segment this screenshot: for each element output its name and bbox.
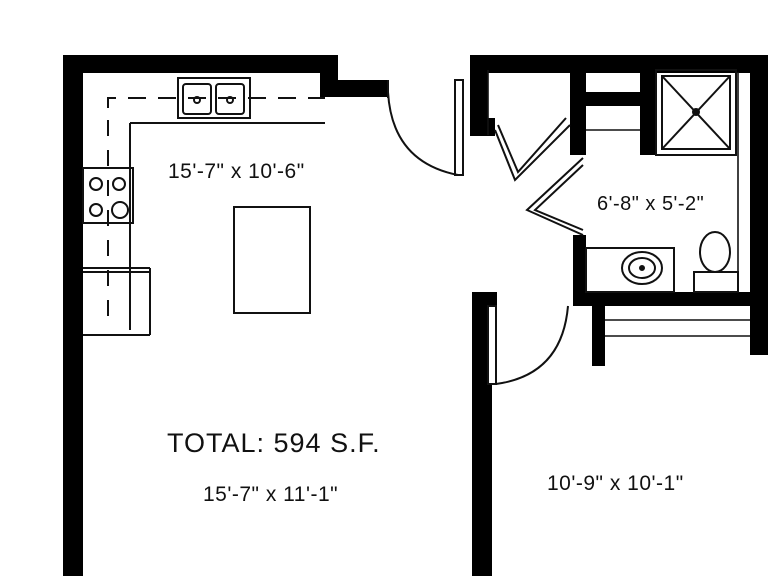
top-right-wall [470, 55, 768, 73]
kitchen-island [233, 206, 311, 314]
doors [387, 79, 584, 385]
closet-bath-wall [570, 55, 586, 155]
bath-dimensions: 6'-8" x 5'-2" [597, 193, 705, 215]
cooktop [82, 167, 134, 224]
bath-lower-left-wall [573, 235, 586, 305]
bath-sink [585, 247, 675, 293]
entry-wall-stub [320, 80, 388, 97]
thin-lines [487, 70, 750, 337]
kitchen-dimensions: 15'-7" x 10'-6" [168, 160, 305, 183]
shower [655, 69, 737, 156]
closet-stub [470, 118, 495, 136]
top-left-wall [63, 55, 338, 73]
total-area-label: TOTAL: 594 S.F. [167, 428, 381, 458]
shower-left-wall [640, 55, 656, 155]
living-dimensions: 15'-7" x 11'-1" [203, 483, 339, 506]
walls [63, 55, 768, 576]
bedroom-dimensions: 10'-9" x 10'-1" [547, 472, 684, 495]
kitchen-counter [83, 97, 325, 336]
kitchen-sink [177, 77, 251, 119]
left-exterior-wall [63, 55, 83, 576]
closet-shelf-wall [586, 92, 656, 106]
toilet [693, 231, 739, 293]
bedroom-top-stub [472, 292, 497, 306]
closet-left-wall [470, 55, 488, 135]
bath-bottom-wall [573, 292, 768, 306]
bedroom-left-stub [592, 306, 605, 366]
bath-right-wall [750, 55, 768, 355]
